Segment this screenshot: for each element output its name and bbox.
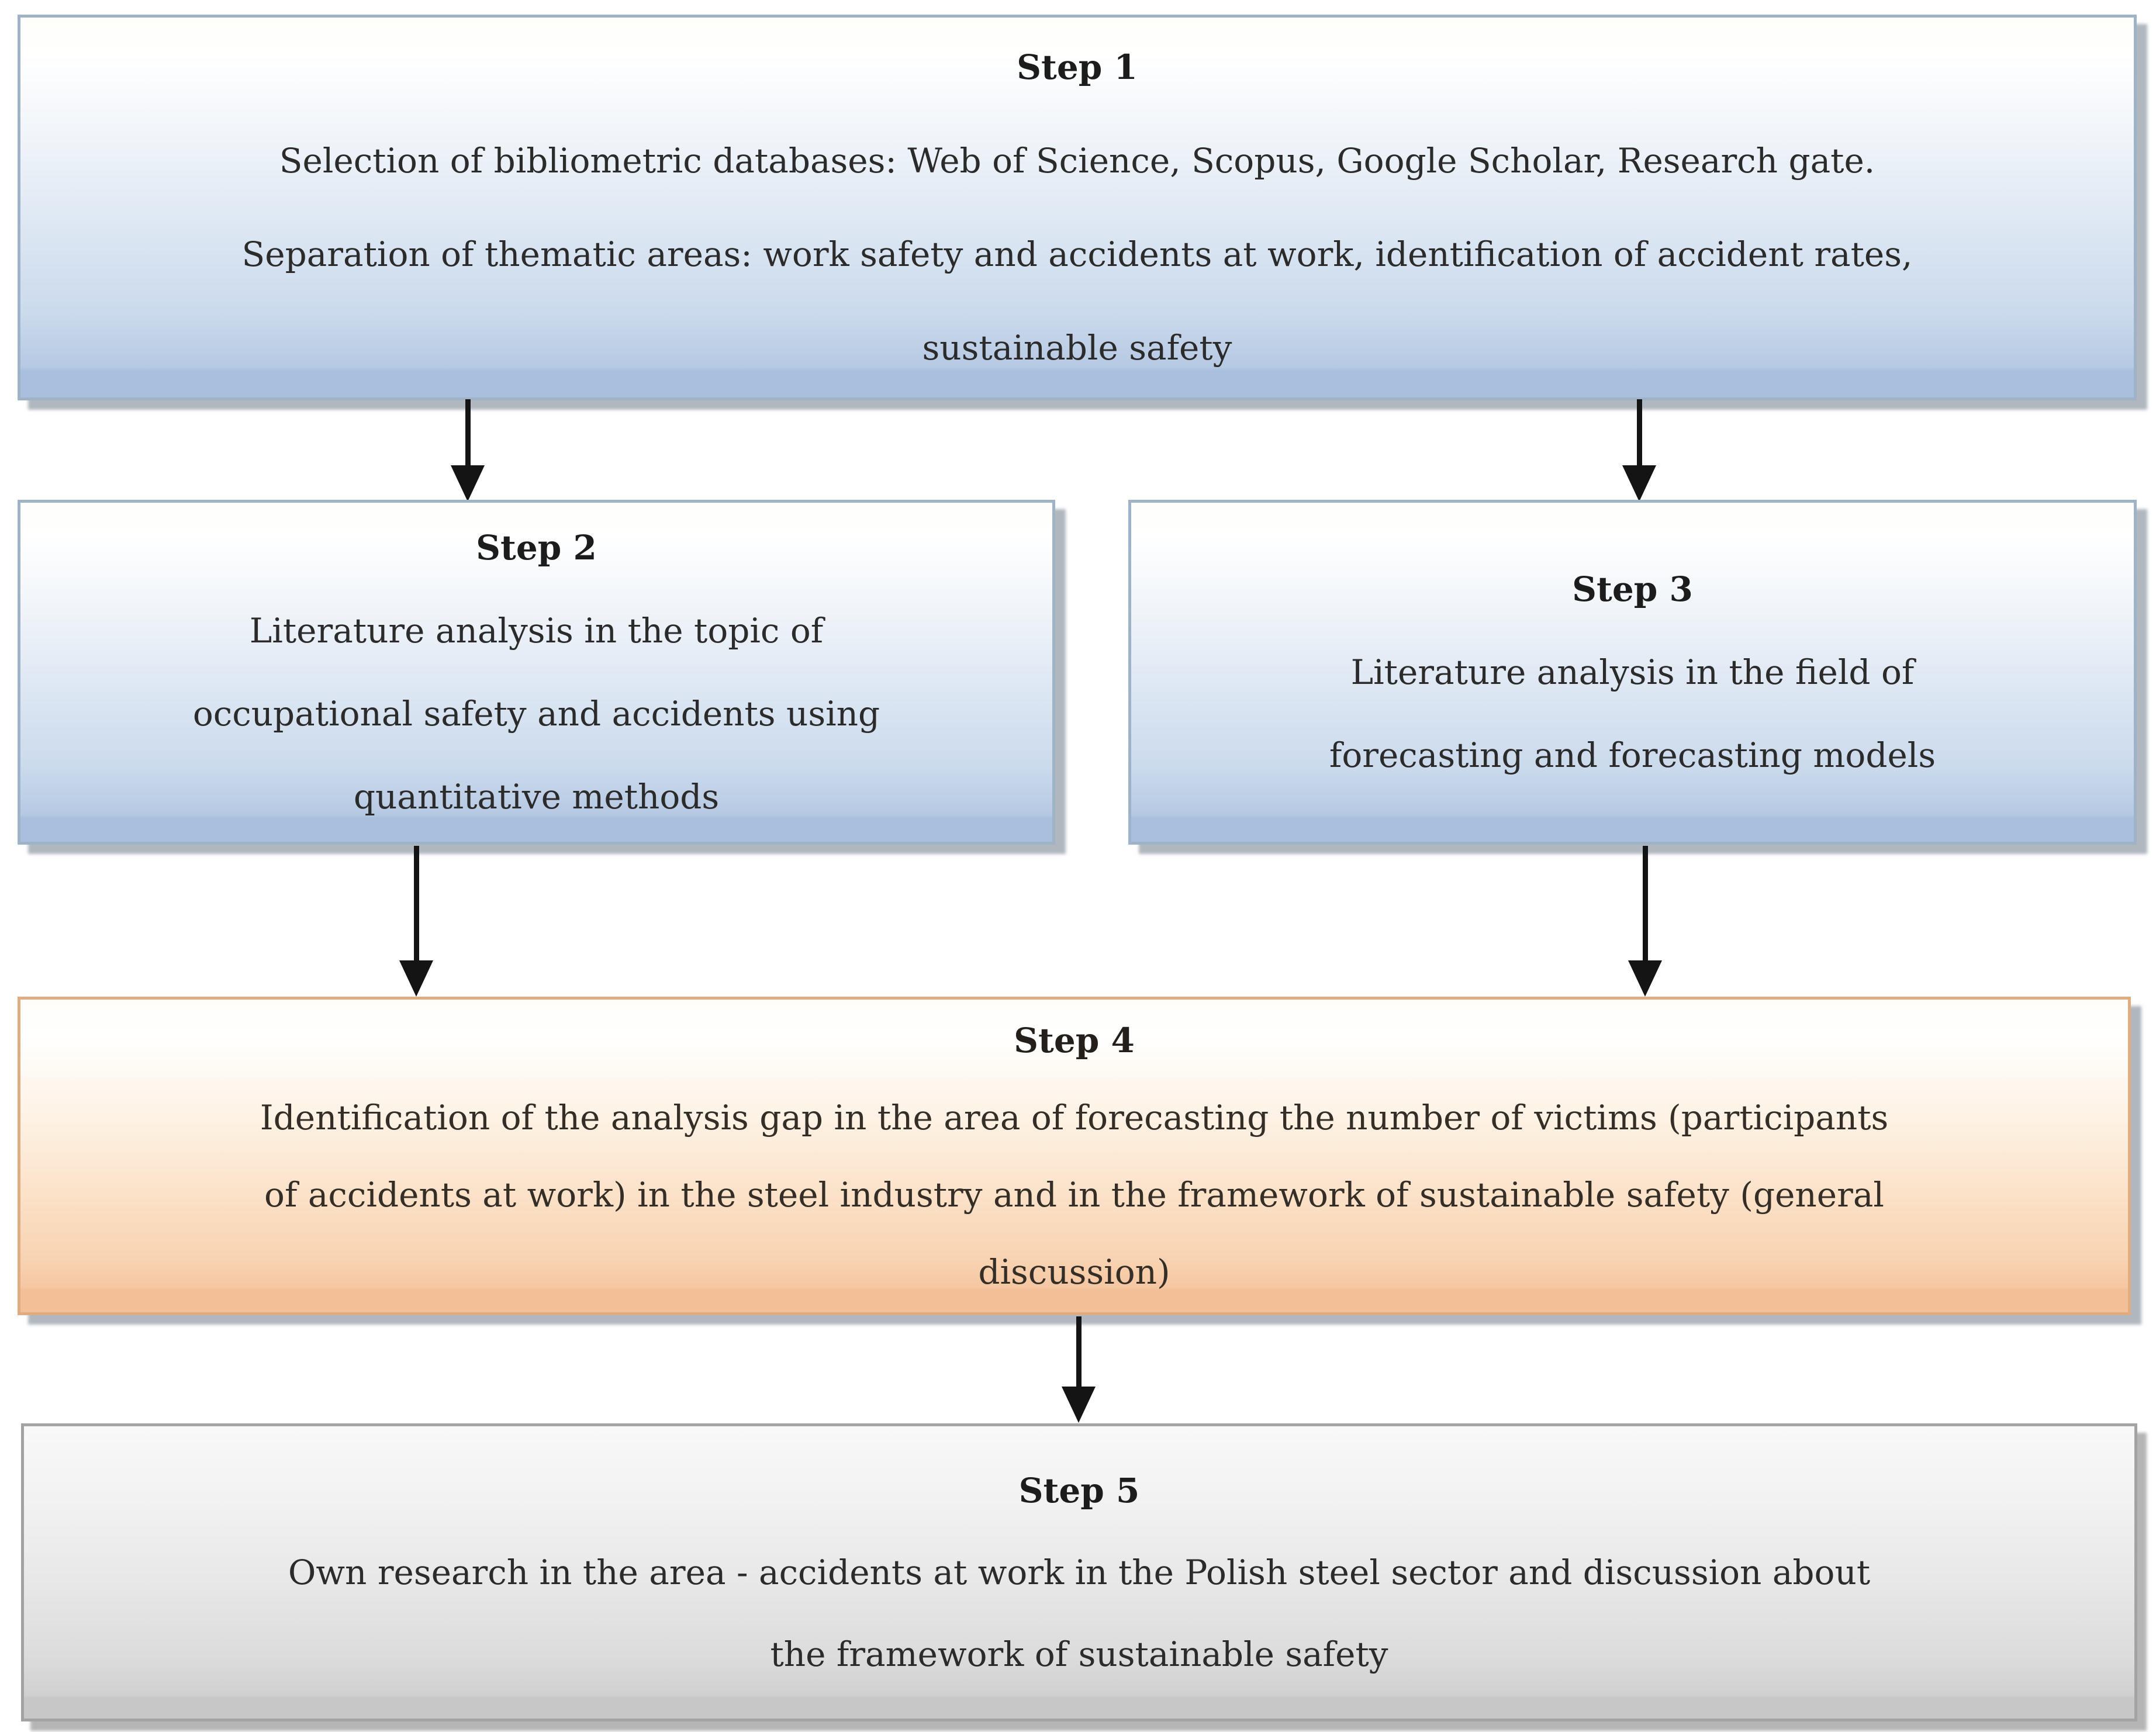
step1-line-2: Separation of thematic areas: work safet… [241,234,1913,274]
step4-line-2: of accidents at work) in the steel indus… [264,1174,1884,1215]
arrow-head-icon [1062,1387,1096,1423]
step2-box: Step 2 Literature analysis in the topic … [18,500,1055,845]
step5-line-1: Own research in the area - accidents at … [288,1553,1871,1592]
step4-title: Step 4 [1014,1020,1135,1060]
step2-line-3: quantitative methods [353,777,720,817]
arrow-head-icon [399,960,433,997]
arrow-stem [413,846,419,960]
arrow-head-icon [1622,465,1656,502]
arrow-head-icon [451,465,485,502]
arrow-step3-to-step4 [1628,846,1662,997]
step4-box: Step 4 Identification of the analysis ga… [18,997,2131,1315]
step4-line-1: Identification of the analysis gap in th… [260,1097,1889,1138]
step3-line-1: Literature analysis in the field of [1350,652,1915,692]
step3-box: Step 3 Literature analysis in the field … [1128,500,2137,845]
step5-title: Step 5 [1018,1471,1140,1510]
step1-line-3: sustainable safety [922,328,1232,368]
step2-line-2: occupational safety and accidents using [192,694,880,734]
arrow-step1-to-step2 [451,399,485,502]
arrow-stem [465,399,471,465]
arrow-stem [1636,399,1642,465]
step4-line-3: discussion) [978,1252,1170,1292]
step2-title: Step 2 [476,528,597,568]
arrow-step1-to-step3 [1622,399,1656,502]
step5-line-2: the framework of sustainable safety [770,1634,1388,1674]
arrow-step2-to-step4 [399,846,433,997]
arrow-stem [1076,1316,1082,1387]
step1-box: Step 1 Selection of bibliometric databas… [18,15,2137,400]
step1-title: Step 1 [1017,47,1138,87]
step1-line-1: Selection of bibliometric databases: Web… [279,141,1875,181]
step3-line-2: forecasting and forecasting models [1329,735,1936,775]
arrow-head-icon [1628,960,1662,997]
step3-title: Step 3 [1572,569,1693,609]
arrow-stem [1642,846,1648,960]
step5-box: Step 5 Own research in the area - accide… [21,1423,2137,1721]
step2-line-1: Literature analysis in the topic of [249,611,824,651]
arrow-step4-to-step5 [1062,1316,1096,1423]
